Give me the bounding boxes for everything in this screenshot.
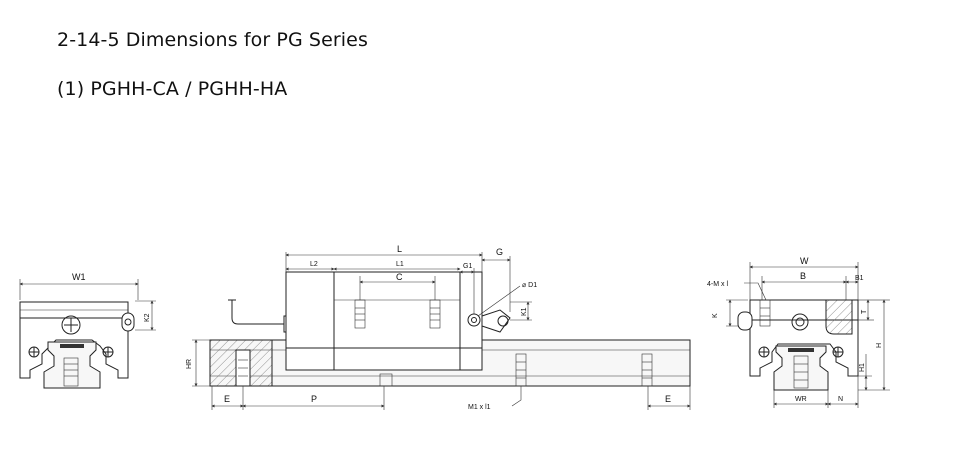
label-wr: WR <box>795 396 807 403</box>
label-w: W <box>800 256 809 266</box>
label-k: K <box>712 313 719 318</box>
label-p: P <box>311 394 317 404</box>
label-n: N <box>838 396 843 403</box>
label-k1: K1 <box>521 307 528 316</box>
side-view: HR <box>186 244 691 411</box>
label-m1-l1: M1 x l1 <box>468 404 491 411</box>
label-l: L <box>397 244 402 254</box>
label-4m-l: 4-M x l <box>707 281 728 288</box>
label-h: H <box>876 343 883 348</box>
label-b: B <box>800 271 806 281</box>
label-k2: K2 <box>144 313 151 322</box>
left-end-view: W1 K2 <box>19 272 156 389</box>
label-hr: HR <box>186 359 193 369</box>
label-c: C <box>396 272 403 282</box>
label-d1: ⌀ D1 <box>522 282 537 289</box>
label-e-right: E <box>665 394 671 404</box>
label-g1: G1 <box>463 263 472 270</box>
label-h1: H1 <box>859 363 866 372</box>
label-b1: B1 <box>855 275 864 282</box>
label-e-left: E <box>224 394 230 404</box>
page-title: 2-14-5 Dimensions for PG Series <box>57 29 368 51</box>
label-l1: L1 <box>396 261 404 268</box>
page-subtitle: (1) PGHH-CA / PGHH-HA <box>57 78 288 100</box>
label-l2: L2 <box>310 261 318 268</box>
label-g: G <box>496 247 503 257</box>
label-w1: W1 <box>72 272 86 282</box>
label-t: T <box>861 309 868 314</box>
right-section-view: W B B1 4-M x l K <box>707 256 890 408</box>
